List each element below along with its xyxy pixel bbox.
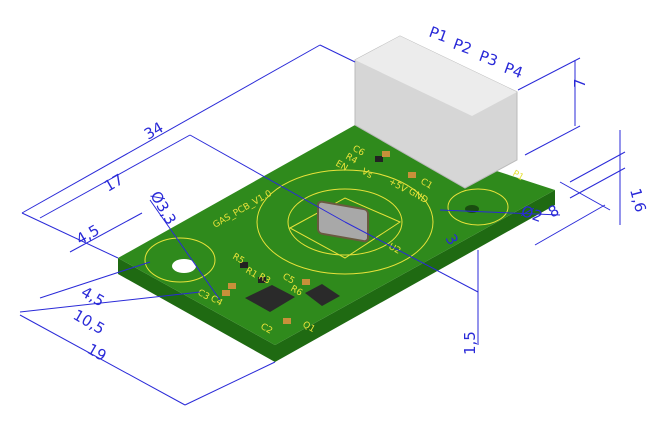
connector-top xyxy=(355,36,517,116)
smd-parts xyxy=(222,151,416,324)
pin-label-p1: P1 xyxy=(427,23,451,46)
dim-4-5-top: 4,5 xyxy=(73,221,103,249)
mount-hole-right-silk xyxy=(447,188,509,226)
dimension-lines xyxy=(19,44,626,406)
pin-label-p2: P2 xyxy=(451,35,475,58)
gas-sensor-u2 xyxy=(317,200,369,243)
sensor-outer-silk xyxy=(256,169,434,275)
mount-hole xyxy=(172,259,196,273)
dim-1-6: 1,6 xyxy=(626,186,650,214)
label-p1-silk: P1 xyxy=(511,169,526,183)
mount-hole-silk xyxy=(144,237,216,283)
dim-4-5-bottom: 4,5 xyxy=(78,283,108,311)
ic-package xyxy=(245,285,295,312)
dim-34: 34 xyxy=(141,118,167,143)
pin-label-p3: P3 xyxy=(477,47,501,70)
dim-17: 17 xyxy=(101,170,127,195)
dim-1-5: 1,5 xyxy=(461,331,479,355)
dim-8: 8 xyxy=(545,201,562,221)
pin-label-p4: P4 xyxy=(502,59,526,82)
dim-7: 7 xyxy=(571,78,589,88)
board-edge xyxy=(118,190,555,362)
transistor-q1 xyxy=(305,284,340,306)
dim-hole-3-3: Ø3,3 xyxy=(147,188,180,228)
dim-10-5: 10,5 xyxy=(70,306,108,338)
sensor-inner-silk xyxy=(287,188,403,256)
label-vs: Vs xyxy=(360,167,375,181)
